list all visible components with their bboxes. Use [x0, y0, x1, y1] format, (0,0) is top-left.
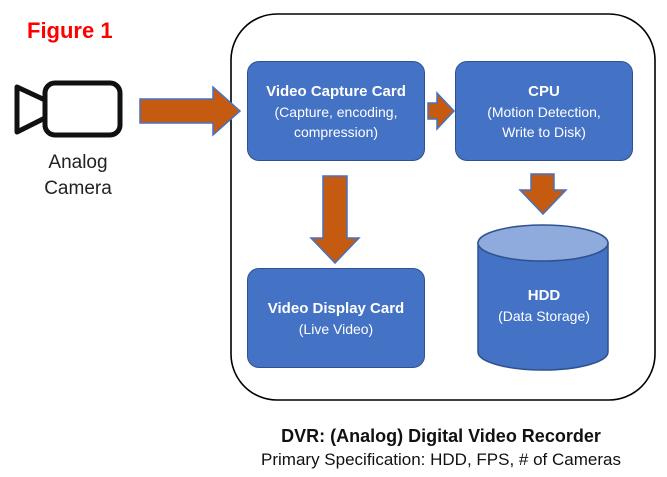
- caption-title: DVR: (Analog) Digital Video Recorder: [281, 426, 601, 446]
- camera-label-line2: Camera: [44, 178, 112, 199]
- node-video-display-card: Video Display Card (Live Video): [247, 268, 425, 368]
- video-camera-icon: [14, 80, 123, 138]
- node-subtitle: (Capture, encoding,: [274, 103, 398, 120]
- node-cpu: CPU (Motion Detection, Write to Disk): [455, 61, 633, 161]
- arrow-cpu-to-hdd: [518, 173, 568, 216]
- node-title: HDD: [527, 287, 561, 304]
- node-subtitle: (Motion Detection,: [487, 103, 601, 120]
- node-title: Video Capture Card: [266, 82, 406, 100]
- arrow-camera-to-capture: [139, 85, 242, 137]
- camera-label: Analog Camera: [18, 150, 138, 202]
- node-subtitle: (Live Video): [298, 320, 374, 337]
- node-hdd-label: HDD (Data Storage): [480, 285, 608, 326]
- node-subtitle: Write to Disk): [502, 123, 586, 140]
- figure-title: Figure 1: [27, 18, 113, 43]
- arrow-capture-to-cpu: [427, 91, 456, 131]
- node-subtitle: (Data Storage): [498, 308, 590, 324]
- node-title: Video Display Card: [267, 299, 405, 317]
- node-video-capture-card: Video Capture Card (Capture, encoding, c…: [247, 61, 425, 161]
- caption-subtitle: Primary Specification: HDD, FPS, # of Ca…: [261, 450, 621, 469]
- node-subtitle: compression): [293, 123, 379, 140]
- dvr-container: [230, 13, 656, 401]
- hdd-cylinder: [477, 224, 609, 371]
- diagram-caption: DVR: (Analog) Digital Video Recorder Pri…: [215, 424, 667, 472]
- arrow-capture-to-display: [309, 175, 361, 265]
- node-title: CPU: [528, 82, 560, 100]
- camera-label-line1: Analog: [48, 152, 108, 173]
